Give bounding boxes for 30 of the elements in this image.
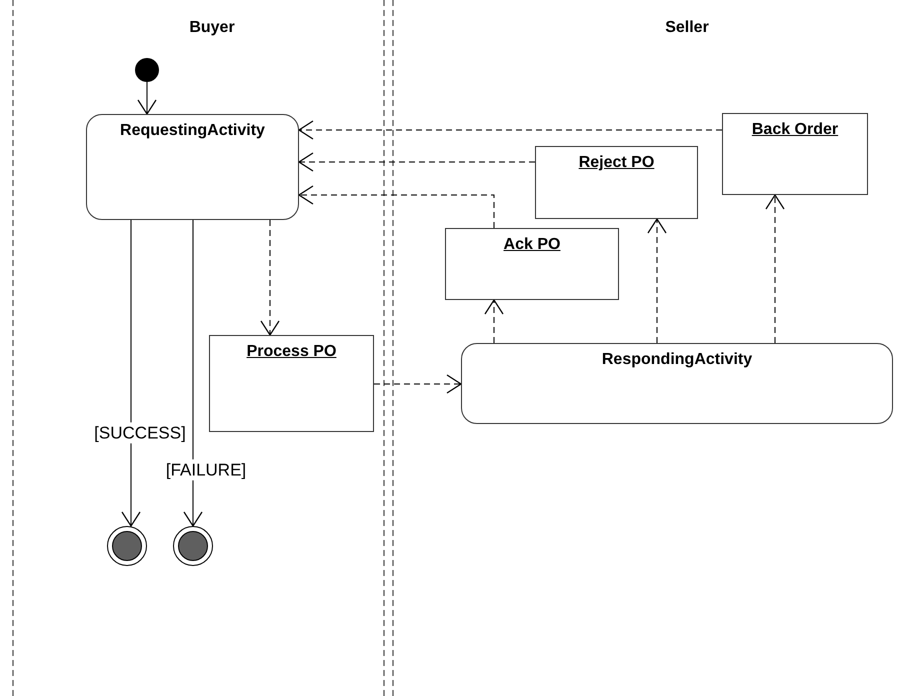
initial-node [135,58,159,82]
swimlane-title: Buyer [189,18,235,38]
arrow [183,220,203,527]
activity-name: RespondingActivity [602,350,752,370]
dashed-arrow [298,152,536,172]
activity-box [86,114,299,220]
object-box [445,228,619,300]
activity-name: RequestingActivity [120,121,265,141]
dashed-arrow [298,185,494,228]
guard-label: [SUCCESS] [94,422,186,444]
object-name: Reject PO [578,153,654,173]
dashed-arrow [765,194,785,344]
arrow [137,82,157,115]
object-box [722,113,868,195]
dashed-arrow [374,374,462,394]
object-name: Back Order [752,120,838,140]
dashed-arrow [484,299,504,344]
object-name: Process PO [246,342,336,362]
swimlane-title: Seller [665,18,709,38]
dashed-arrow [647,218,667,344]
arrow [121,220,141,527]
dashed-arrow [298,120,722,140]
activity-box [461,343,893,424]
object-name: Ack PO [504,235,560,255]
final-node [173,526,213,566]
object-box [209,335,374,432]
final-node [107,526,147,566]
guard-label: [FAILURE] [166,459,246,481]
dashed-arrow [260,220,280,336]
object-box [535,146,698,219]
